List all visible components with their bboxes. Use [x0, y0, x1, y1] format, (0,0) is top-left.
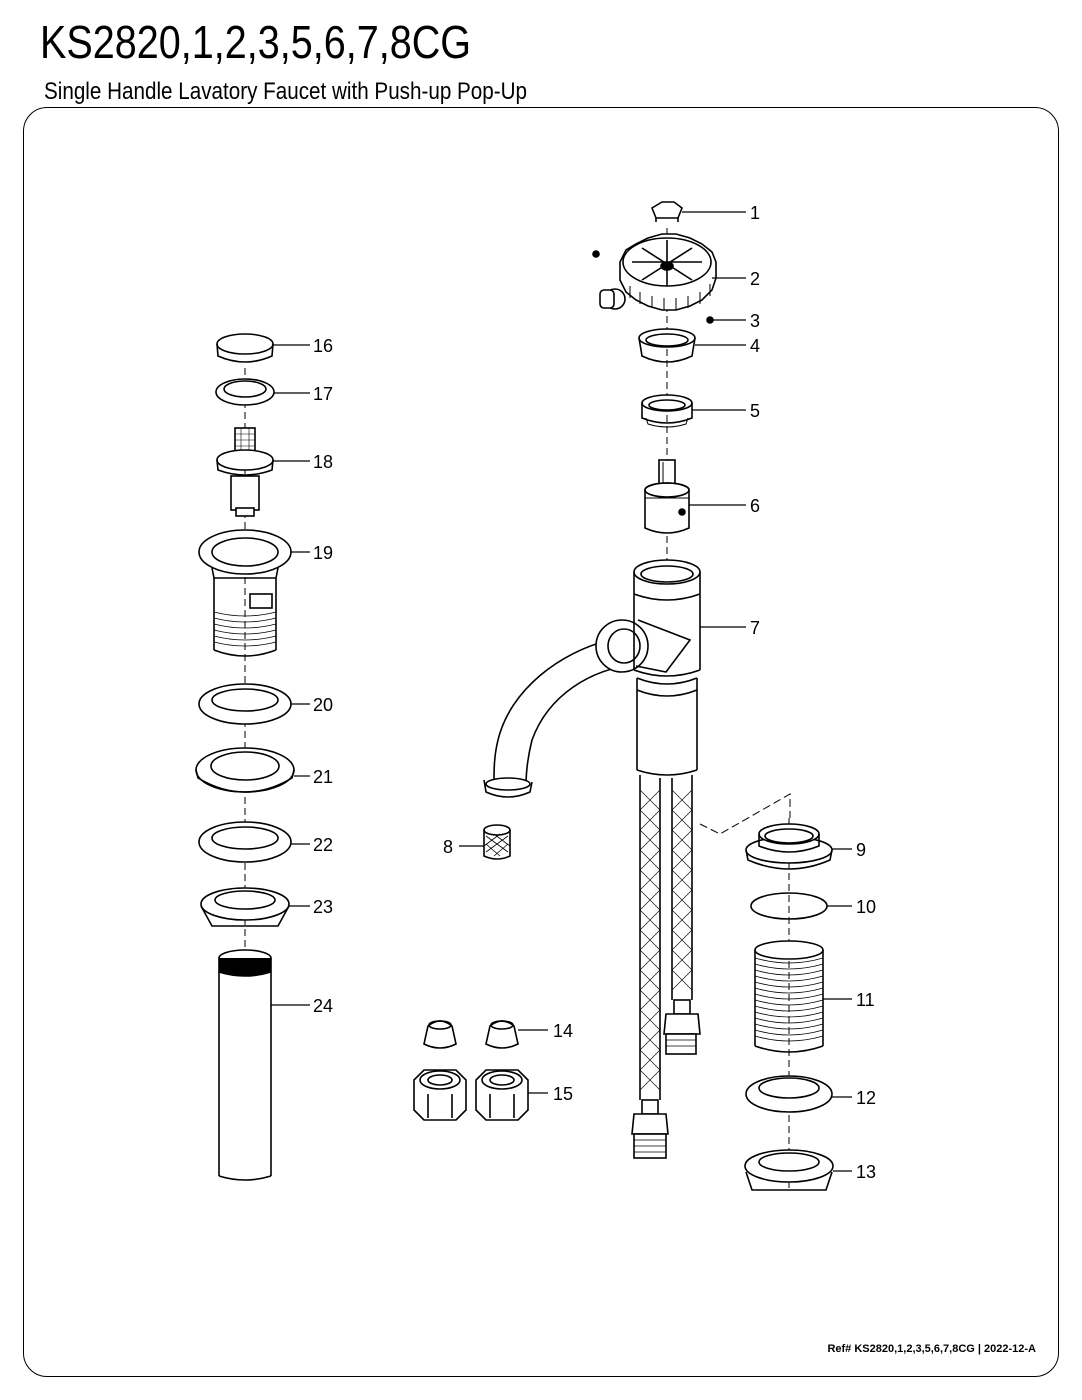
part-16-stopper [216, 333, 274, 363]
part-8-aerator [483, 824, 511, 860]
callout-16: 16 [313, 336, 333, 356]
part-20-gasket [198, 683, 292, 725]
callout-8: 8 [443, 837, 453, 857]
callout-4: 4 [750, 336, 760, 356]
callout-24: 24 [313, 996, 333, 1016]
callout-5: 5 [750, 401, 760, 421]
callout-13: 13 [856, 1162, 876, 1182]
callout-leaders [271, 211, 852, 1172]
callout-22: 22 [313, 835, 333, 855]
part-5-bonnet-nut [641, 394, 693, 428]
part-6-cartridge [644, 459, 690, 534]
callout-18: 18 [313, 452, 333, 472]
part-22-gasket [198, 821, 292, 863]
callout-17: 17 [313, 384, 333, 404]
callout-14: 14 [553, 1021, 573, 1041]
callout-2: 2 [750, 269, 760, 289]
part-13-mount-nut [744, 1149, 834, 1191]
callout-11: 11 [856, 990, 875, 1010]
callout-23: 23 [313, 897, 333, 917]
callout-3: 3 [750, 311, 760, 331]
part-23-locknut [200, 887, 290, 927]
part-9-mount-ring [745, 823, 833, 870]
callout-1: 1 [750, 203, 760, 223]
supply-hoses [631, 775, 701, 1159]
part-1-cap [651, 201, 683, 222]
diagram-subtitle: Single Handle Lavatory Faucet with Push-… [44, 78, 528, 105]
part-15-compression-nuts [413, 1069, 529, 1121]
part-14-ferrules [423, 1020, 519, 1049]
callout-10: 10 [856, 897, 876, 917]
callout-12: 12 [856, 1088, 876, 1108]
callout-6: 6 [750, 496, 760, 516]
part-7-faucet-body [483, 559, 701, 798]
part-21-washer [195, 747, 295, 793]
part-12-washer [745, 1075, 833, 1113]
callout-19: 19 [313, 543, 333, 563]
diagram-frame [23, 107, 1059, 1377]
part-18-push-mechanism [216, 427, 274, 517]
part-4-ring [638, 328, 696, 363]
callout-15: 15 [553, 1084, 573, 1104]
callout-21: 21 [313, 767, 333, 787]
reference-number: Ref# KS2820,1,2,3,5,6,7,8CG | 2022-12-A [827, 1343, 1036, 1355]
part-11-shank [754, 940, 824, 1053]
part-19-drain-body [198, 529, 292, 657]
mount-leader [699, 793, 791, 835]
callout-7: 7 [750, 618, 760, 638]
model-number: KS2820,1,2,3,5,6,7,8CG [40, 16, 472, 68]
callout-9: 9 [856, 840, 866, 860]
part-2-handle [592, 233, 717, 324]
part-17-seal [215, 378, 275, 406]
part-24-tailpiece [218, 949, 272, 1181]
callout-20: 20 [313, 695, 333, 715]
